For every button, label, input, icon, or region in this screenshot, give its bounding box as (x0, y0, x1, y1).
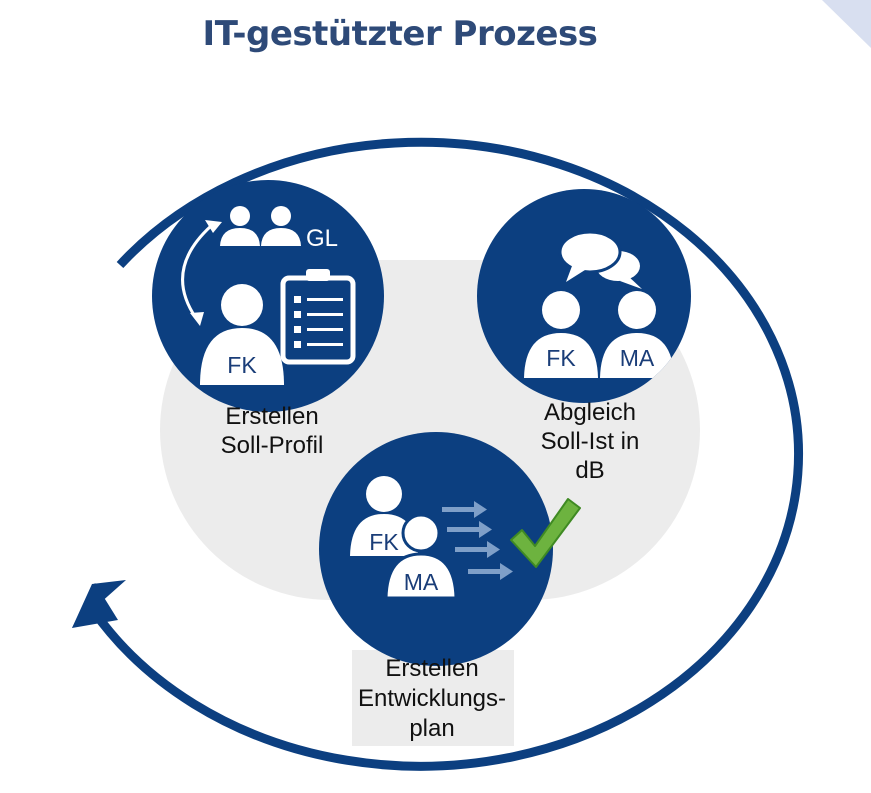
person-icon (384, 513, 458, 600)
clipboard-icon (280, 269, 356, 365)
cycle-arrow-icon (72, 137, 803, 771)
step-label-line3: dB (575, 457, 604, 484)
role-gl-label: GL (306, 225, 338, 252)
role-ma-label: MA (404, 569, 439, 595)
checkmark-icon (510, 498, 581, 568)
step-label-line1: Abgleich (544, 399, 636, 426)
forward-arrows-icon (442, 501, 513, 580)
person-icon (200, 284, 284, 385)
corner-decoration (822, 0, 871, 48)
swap-arrow-icon (181, 220, 222, 326)
step-abgleich: FK MA Abgleich Soll-Ist in dB (477, 189, 691, 484)
role-fk-label: FK (369, 529, 399, 555)
step-soll-profil: GL FK Erstellen Soll-Profil (152, 180, 384, 459)
step-label-line3: plan (409, 715, 454, 742)
page-title: IT-gestützter Prozess (202, 14, 598, 54)
people-icon (220, 206, 301, 246)
step-label-line2: Entwicklungs- (358, 685, 506, 712)
step-label-line2: Soll-Ist in (541, 428, 640, 455)
person-icon (600, 291, 674, 378)
step-entwicklungsplan: FK MA Erstellen Entwicklungs- plan (319, 432, 581, 742)
background-tab (352, 650, 514, 746)
step-label-line1: Erstellen (385, 655, 478, 682)
role-fk-label: FK (546, 345, 576, 371)
step-label-line2: Soll-Profil (221, 432, 324, 459)
role-ma-label: MA (620, 345, 655, 371)
person-icon (524, 291, 598, 378)
role-fk-label: FK (227, 352, 257, 378)
step-label-line1: Erstellen (225, 403, 318, 430)
speech-bubbles-icon (558, 230, 642, 289)
person-icon (350, 476, 418, 556)
